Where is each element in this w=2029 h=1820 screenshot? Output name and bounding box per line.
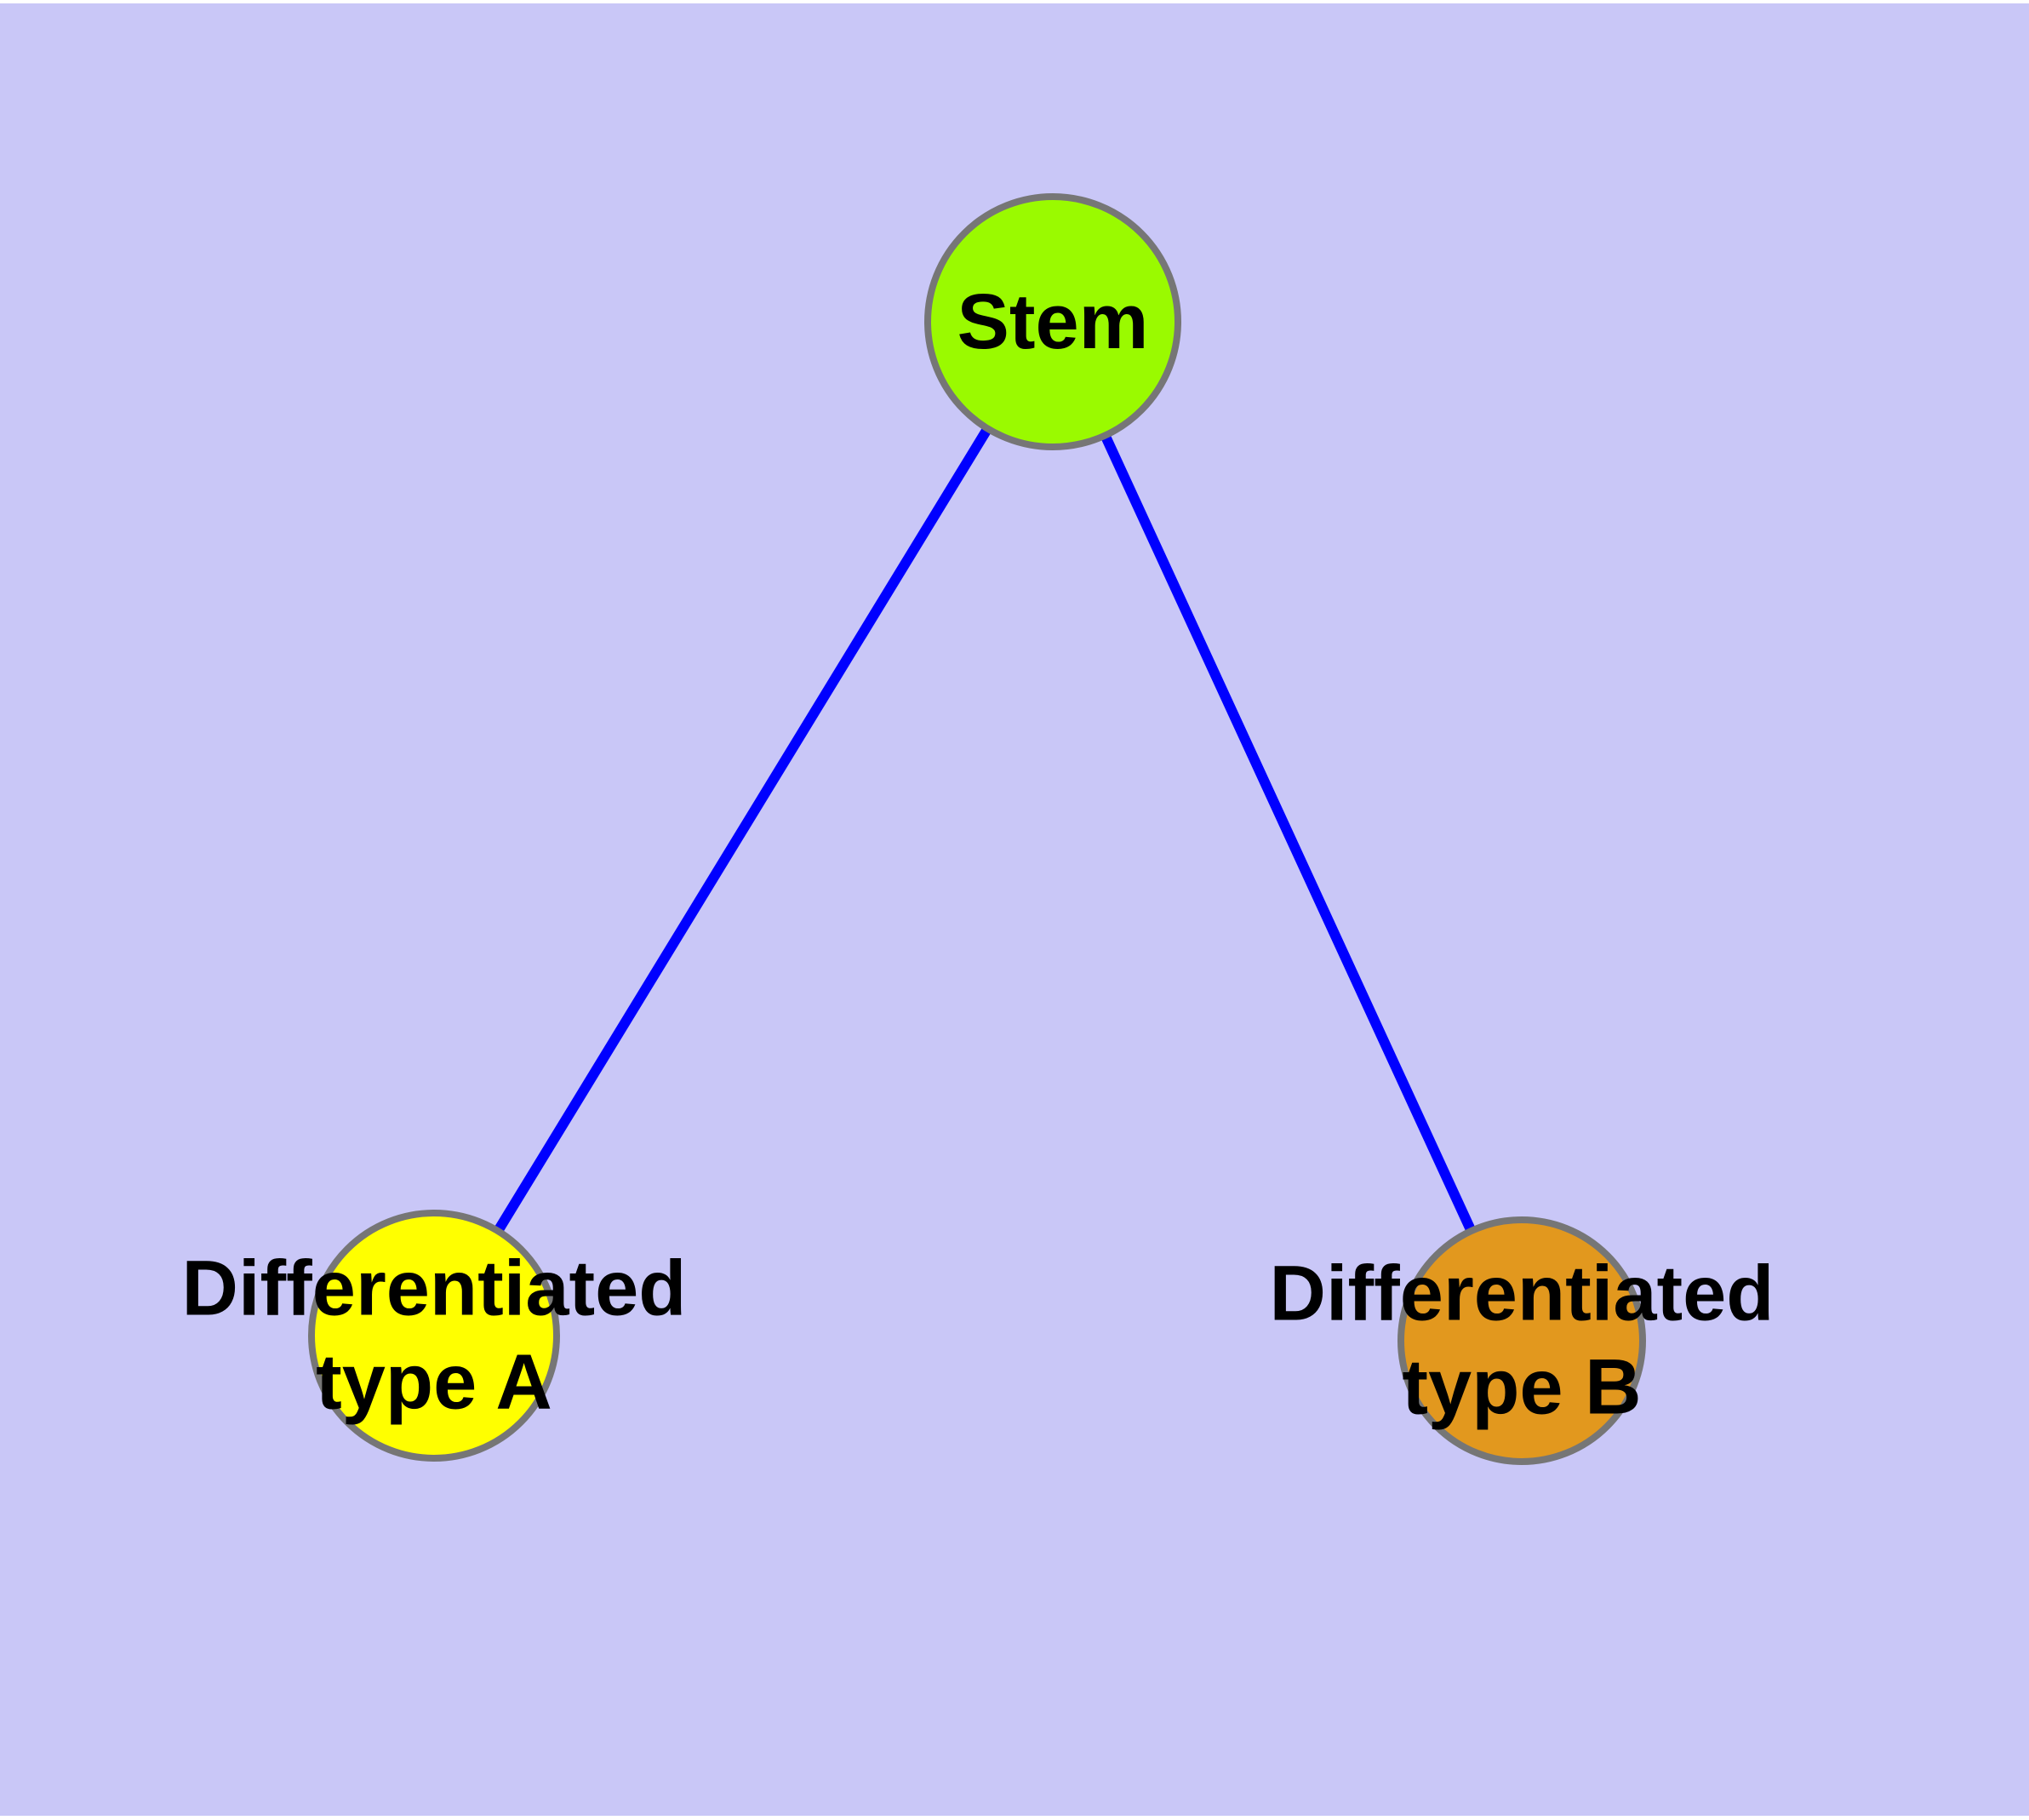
node-differentiated-type-a[interactable]	[308, 1210, 560, 1462]
node-stem[interactable]	[924, 193, 1181, 450]
edge-layer	[429, 318, 1527, 1343]
edge-stem-to-type-a	[429, 318, 1058, 1339]
diagram-canvas: Stem Differentiated type A Differentiate…	[0, 3, 2029, 1816]
node-differentiated-type-b[interactable]	[1397, 1216, 1646, 1465]
edge-stem-to-type-b	[1048, 319, 1527, 1343]
